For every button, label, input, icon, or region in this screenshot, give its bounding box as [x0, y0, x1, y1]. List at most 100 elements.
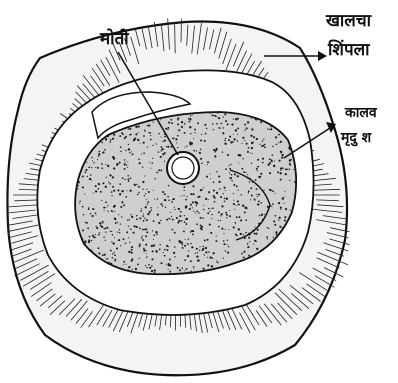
- body-speckle: [256, 138, 258, 140]
- body-speckle: [110, 139, 112, 141]
- body-speckle: [130, 228, 132, 230]
- body-speckle: [163, 252, 164, 253]
- body-speckle: [273, 165, 275, 167]
- body-speckle: [284, 191, 285, 192]
- body-speckle: [199, 246, 200, 247]
- body-speckle: [208, 208, 210, 210]
- body-speckle: [140, 143, 141, 144]
- body-speckle: [172, 219, 174, 221]
- body-speckle: [126, 190, 127, 191]
- body-speckle: [245, 232, 247, 234]
- body-speckle: [226, 217, 227, 218]
- body-speckle: [149, 267, 151, 269]
- body-speckle: [168, 218, 170, 220]
- body-speckle: [125, 242, 126, 243]
- body-speckle: [290, 210, 291, 211]
- body-speckle: [224, 140, 225, 141]
- body-speckle: [261, 145, 263, 147]
- body-speckle: [280, 207, 282, 209]
- body-speckle: [246, 143, 248, 145]
- body-speckle: [272, 146, 274, 148]
- body-speckle: [184, 147, 185, 148]
- body-speckle: [96, 227, 98, 229]
- body-speckle: [79, 200, 80, 201]
- body-speckle: [248, 255, 250, 257]
- body-speckle: [220, 220, 221, 221]
- body-speckle: [168, 185, 170, 187]
- body-speckle: [84, 241, 86, 243]
- body-speckle: [112, 186, 114, 188]
- body-speckle: [160, 119, 161, 120]
- body-speckle: [159, 248, 161, 250]
- body-speckle: [228, 229, 229, 230]
- body-speckle: [145, 244, 147, 246]
- body-speckle: [200, 158, 202, 160]
- body-speckle: [207, 257, 208, 258]
- body-speckle: [284, 197, 285, 198]
- body-speckle: [278, 217, 280, 219]
- body-speckle: [280, 167, 282, 169]
- body-speckle: [109, 174, 111, 176]
- body-speckle: [117, 231, 118, 232]
- body-speckle: [269, 189, 271, 191]
- body-speckle: [190, 115, 191, 116]
- body-speckle: [228, 246, 229, 247]
- body-speckle: [186, 196, 187, 197]
- body-speckle: [207, 164, 208, 165]
- body-speckle: [279, 160, 281, 162]
- body-speckle: [268, 228, 269, 229]
- body-speckle: [278, 202, 280, 204]
- body-speckle: [244, 140, 245, 141]
- body-speckle: [127, 269, 128, 270]
- body-speckle: [77, 185, 78, 186]
- body-speckle: [280, 209, 281, 210]
- body-speckle: [115, 211, 116, 212]
- body-speckle: [216, 116, 217, 117]
- body-speckle: [114, 260, 115, 261]
- body-speckle: [143, 142, 145, 144]
- body-speckle: [142, 239, 144, 241]
- body-speckle: [152, 158, 153, 159]
- body-speckle: [150, 168, 151, 169]
- body-speckle: [190, 243, 191, 244]
- body-speckle: [230, 164, 231, 165]
- body-speckle: [215, 115, 217, 117]
- body-speckle: [243, 234, 244, 235]
- body-speckle: [168, 264, 170, 266]
- body-speckle: [160, 220, 161, 221]
- body-speckle: [189, 208, 191, 210]
- body-speckle: [218, 175, 220, 177]
- body-speckle: [136, 215, 137, 216]
- body-speckle: [100, 191, 102, 193]
- body-speckle: [250, 199, 251, 200]
- body-speckle: [184, 215, 185, 216]
- body-speckle: [151, 209, 153, 211]
- body-speckle: [148, 124, 150, 126]
- body-speckle: [141, 208, 142, 209]
- body-speckle: [196, 205, 197, 206]
- body-speckle: [139, 228, 141, 230]
- body-speckle: [170, 212, 171, 213]
- body-speckle: [129, 190, 131, 192]
- body-speckle: [82, 176, 84, 178]
- body-speckle: [289, 159, 291, 161]
- body-speckle: [112, 156, 114, 158]
- body-speckle: [192, 115, 193, 116]
- body-speckle: [243, 256, 245, 258]
- body-speckle: [138, 186, 140, 188]
- body-speckle: [113, 243, 115, 245]
- body-speckle: [158, 133, 160, 135]
- body-speckle: [270, 126, 272, 128]
- body-speckle: [289, 164, 291, 166]
- body-speckle: [289, 169, 291, 171]
- body-speckle: [167, 249, 169, 251]
- body-speckle: [251, 147, 253, 149]
- body-speckle: [277, 171, 279, 173]
- body-speckle: [99, 232, 100, 233]
- body-speckle: [118, 214, 119, 215]
- body-speckle: [234, 173, 236, 175]
- body-speckle: [176, 217, 178, 219]
- body-speckle: [261, 214, 263, 216]
- body-speckle: [211, 218, 212, 219]
- body-speckle: [182, 247, 184, 249]
